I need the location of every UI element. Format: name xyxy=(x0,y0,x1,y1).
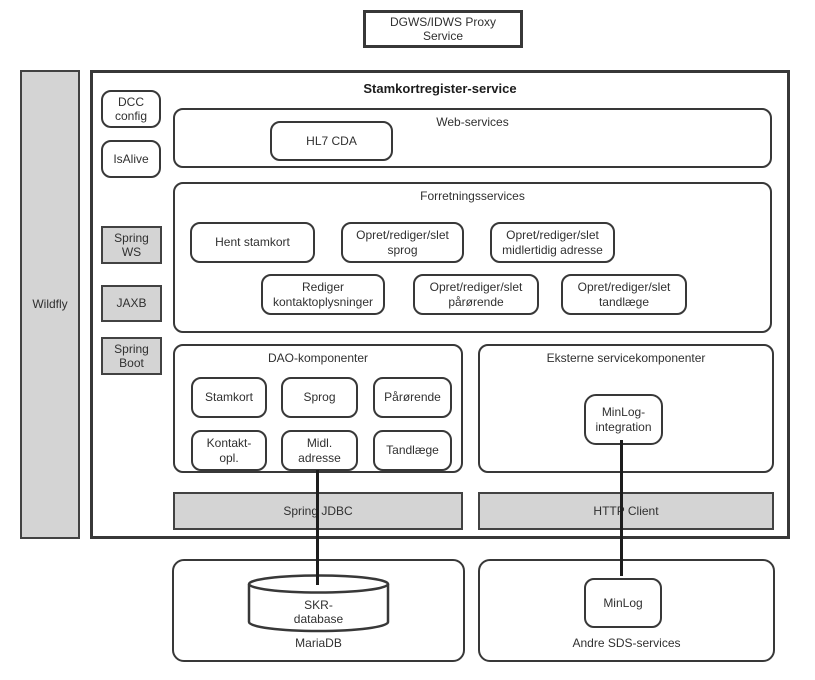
mariadb-box: SKR- database MariaDB xyxy=(172,559,465,662)
dao-sprog-box: Sprog xyxy=(281,377,358,418)
dgws-idws-proxy-box: DGWS/IDWS Proxy Service xyxy=(363,10,523,48)
mariadb-caption: MariaDB xyxy=(295,635,342,650)
dao-to-database-connector xyxy=(316,470,319,585)
web-services-title: Web-services xyxy=(436,115,509,129)
dao-tandlaege-box: Tandlæge xyxy=(373,430,452,471)
minlog-integration-to-minlog-connector xyxy=(620,440,623,576)
eksterne-servicekomponenter-section: Eksterne servicekomponenter MinLog- inte… xyxy=(478,344,774,473)
wildfly-container: Wildfly xyxy=(20,70,80,539)
wildfly-label: Wildfly xyxy=(32,297,68,312)
skr-database-label: SKR- database xyxy=(293,597,344,626)
dao-stamkort-box: Stamkort xyxy=(191,377,267,418)
rediger-kontaktoplysninger-box: Rediger kontaktoplysninger xyxy=(261,274,385,315)
hent-stamkort-box: Hent stamkort xyxy=(190,222,315,263)
forretningsservices-title: Forretningsservices xyxy=(420,189,525,203)
dao-komponenter-section: DAO-komponenter Stamkort Sprog Pårørende… xyxy=(173,344,463,473)
stamkortregister-service-box: Stamkortregister-service DCC config IsAl… xyxy=(90,70,790,539)
opret-sprog-box: Opret/rediger/slet sprog xyxy=(341,222,464,263)
minlog-box: MinLog xyxy=(584,578,662,628)
web-services-section: Web-services HL7 CDA xyxy=(173,108,772,168)
http-client-bar: HTTP Client xyxy=(478,492,774,530)
opret-tandlaege-box: Opret/rediger/slet tandlæge xyxy=(561,274,687,315)
forretningsservices-section: Forretningsservices Hent stamkort Opret/… xyxy=(173,182,772,333)
eksterne-servicekomponenter-title: Eksterne servicekomponenter xyxy=(546,351,706,365)
minlog-integration-box: MinLog- integration xyxy=(584,394,663,445)
dcc-config-box: DCC config xyxy=(101,90,161,128)
opret-paarorende-box: Opret/rediger/slet pårørende xyxy=(413,274,539,315)
dao-midl-adresse-box: Midl. adresse xyxy=(281,430,358,471)
spring-boot-box: Spring Boot xyxy=(101,337,162,375)
isalive-box: IsAlive xyxy=(101,140,161,178)
andre-sds-services-box: MinLog Andre SDS-services xyxy=(478,559,775,662)
jaxb-box: JAXB xyxy=(101,285,162,322)
spring-ws-box: Spring WS xyxy=(101,226,162,264)
dao-komponenter-title: DAO-komponenter xyxy=(267,351,369,365)
dao-kontaktopl-box: Kontakt- opl. xyxy=(191,430,267,471)
dao-paarorende-box: Pårørende xyxy=(373,377,452,418)
stamkortregister-title: Stamkortregister-service xyxy=(363,81,517,96)
andre-sds-services-caption: Andre SDS-services xyxy=(572,635,681,650)
opret-midlertidig-adresse-box: Opret/rediger/slet midlertidig adresse xyxy=(490,222,615,263)
hl7-cda-box: HL7 CDA xyxy=(270,121,393,161)
